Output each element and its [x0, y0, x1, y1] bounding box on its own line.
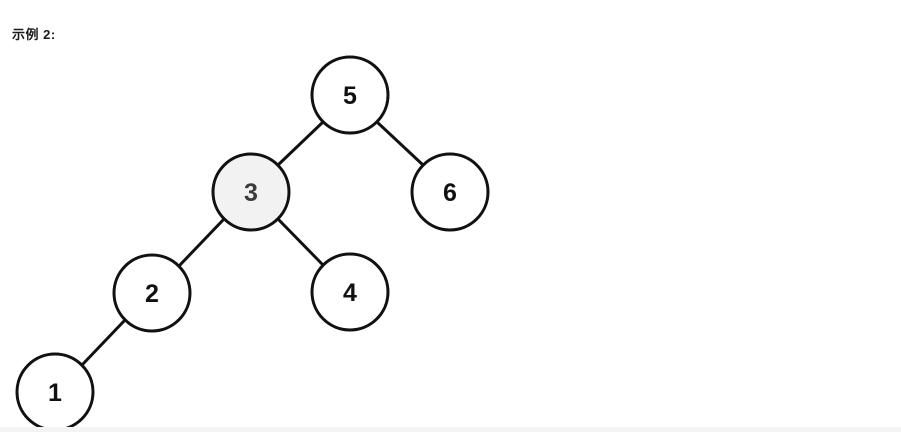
tree-node-circle-6[interactable] [410, 152, 490, 232]
tree-edge-n2-n1 [80, 318, 127, 367]
tree-node-4[interactable]: 4 [310, 252, 390, 332]
tree-node-circle-4[interactable] [310, 252, 390, 332]
tree-node-3[interactable]: 3 [211, 152, 291, 232]
tree-edge-n3-n4 [276, 217, 325, 267]
tree-edge-n5-n6 [375, 120, 425, 167]
tree-node-5[interactable]: 5 [310, 55, 390, 135]
tree-node-2[interactable]: 2 [112, 253, 192, 333]
tree-node-label-4: 4 [343, 279, 357, 307]
tree-node-circle-3[interactable] [211, 152, 291, 232]
tree-node-label-5: 5 [343, 82, 357, 110]
tree-edges-group [80, 120, 425, 367]
tree-nodes-group: 5 3 6 2 4 1 [15, 55, 490, 432]
tree-node-label-3: 3 [244, 179, 258, 207]
tree-edge-n5-n3 [276, 120, 325, 167]
footer-strip [0, 427, 901, 432]
tree-edge-n3-n2 [177, 217, 226, 268]
tree-node-circle-2[interactable] [112, 253, 192, 333]
tree-node-6[interactable]: 6 [410, 152, 490, 232]
tree-node-label-6: 6 [443, 179, 457, 207]
tree-node-label-2: 2 [145, 280, 159, 308]
tree-node-1[interactable]: 1 [15, 352, 95, 432]
example-caption: 示例 2: [12, 27, 56, 42]
tree-node-circle-5[interactable] [310, 55, 390, 135]
tree-node-label-1: 1 [48, 379, 62, 407]
